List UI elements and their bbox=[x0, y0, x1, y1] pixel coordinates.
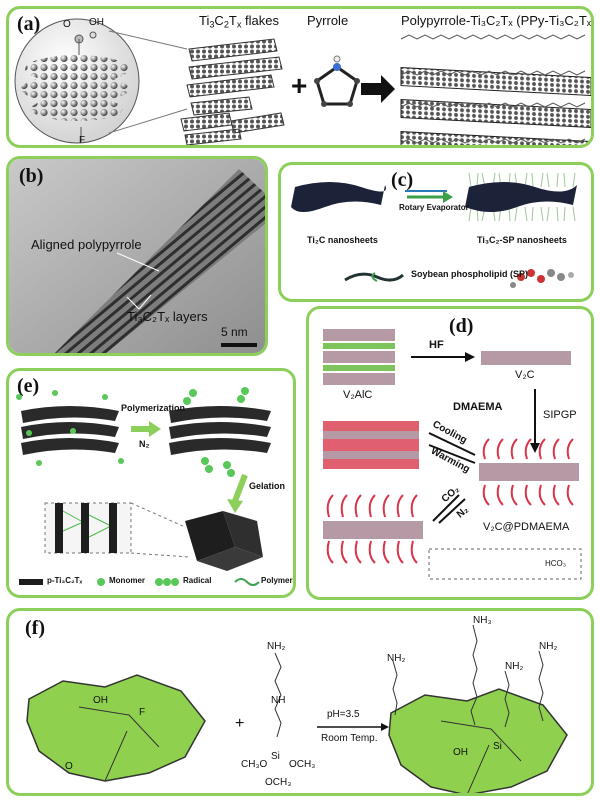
legend-radical: Radical bbox=[183, 576, 212, 585]
product-title: Polypyrrole-Ti₃C₂Tₓ (PPy-Ti₃C₂Tₓ) bbox=[401, 13, 594, 28]
grafted-chains bbox=[392, 624, 544, 728]
hco3-label: HCO₃ bbox=[545, 559, 567, 568]
collapsed-polymer-stack bbox=[323, 421, 419, 469]
v2c-pdmaema bbox=[482, 438, 574, 506]
silane-si: Si bbox=[271, 751, 280, 762]
legend-polymer: Polymer bbox=[261, 576, 293, 585]
panel-a-label: (a) bbox=[17, 13, 41, 35]
atom-label-f: F bbox=[79, 135, 86, 146]
panel-e-label: (e) bbox=[17, 375, 40, 397]
aligned-polypyrrole-label: Aligned polypyrrole bbox=[31, 237, 142, 252]
plus-sign-f: + bbox=[235, 715, 245, 732]
mxene-sheet-right bbox=[388, 688, 568, 793]
magnified-sphere bbox=[14, 18, 140, 144]
panel-f-svg bbox=[26, 624, 568, 793]
right-oh: OH bbox=[453, 747, 468, 758]
panel-c-label: (c) bbox=[391, 169, 414, 191]
legend-mxene: p-Ti₃C₂Tₓ bbox=[47, 576, 83, 585]
mxene-sheet-left bbox=[26, 674, 206, 782]
panel-e: (e) Polymerization N₂ Gelation p-Ti₃C₂Tₓ… bbox=[6, 368, 296, 598]
panel-c: (c) Rotary Evaporator Ti₂C nanosheets Ti… bbox=[278, 162, 594, 302]
right-nh2-b: NH₂ bbox=[505, 661, 524, 672]
extended-polymer-stack bbox=[326, 494, 418, 564]
silane-och3-bottom: OCH₃ bbox=[265, 777, 292, 788]
reaction-arrow bbox=[361, 75, 395, 103]
polymerization-label: Polymerization bbox=[121, 403, 186, 413]
right-si: Si bbox=[493, 741, 502, 752]
n2-label-e: N₂ bbox=[139, 439, 150, 449]
scale-label: 5 nm bbox=[221, 325, 248, 339]
right-nh2-c: NH₂ bbox=[539, 641, 558, 652]
legend-monomer: Monomer bbox=[109, 576, 145, 585]
sp-label: Soybean phospholipid (SP) bbox=[411, 269, 528, 279]
silane-nh: NH bbox=[271, 695, 286, 706]
v2alc-label: V₂AlC bbox=[343, 389, 373, 401]
panel-f: (f) + NH₂ NH Si OCH₃ CH₃O OCH₃ pH=3.5 Ro… bbox=[6, 608, 594, 796]
panel-d-label: (d) bbox=[449, 315, 474, 337]
silane-och3-right: OCH₃ bbox=[289, 759, 316, 770]
atom-label-oh: OH bbox=[89, 17, 104, 28]
conditions-temp: Room Temp. bbox=[321, 733, 378, 744]
plus-sign: + bbox=[291, 70, 307, 101]
panel-a: (a) bbox=[6, 6, 594, 148]
scale-bar bbox=[221, 343, 257, 347]
tem-image bbox=[9, 159, 265, 353]
aminosilane-molecule bbox=[274, 652, 282, 738]
mxene-stack-left bbox=[21, 406, 119, 455]
v2c-structure bbox=[481, 351, 571, 365]
panel-b: (b) Aligned polypyrrole Ti₃C₂Tₓ layers 5… bbox=[6, 156, 268, 356]
v2alc-structure bbox=[323, 329, 395, 385]
pyrrole-molecule bbox=[314, 55, 360, 107]
hf-label: HF bbox=[429, 339, 444, 351]
left-sheet-oh: OH bbox=[93, 695, 108, 706]
gelation-label: Gelation bbox=[249, 481, 286, 491]
mxene-stack-right bbox=[169, 406, 271, 455]
v2c-label: V₂C bbox=[515, 369, 535, 381]
panel-a-svg: + bbox=[14, 18, 591, 145]
right-nh2-a: NH₂ bbox=[387, 653, 406, 664]
panel-d-svg bbox=[323, 329, 582, 580]
rotary-evaporator-label: Rotary Evaporator bbox=[399, 203, 469, 212]
product-label: V₂C@PDMAEMA bbox=[483, 521, 570, 533]
panel-f-label: (f) bbox=[25, 617, 45, 639]
layers-label: Ti₃C₂Tₓ layers bbox=[127, 309, 208, 324]
panel-e-svg bbox=[16, 387, 271, 586]
ti2c-nanosheets-label: Ti₂C nanosheets bbox=[307, 235, 378, 245]
dmaema-label: DMAEMA bbox=[453, 401, 503, 413]
flakes-title: Ti3C2Tx flakes bbox=[199, 13, 279, 30]
panel-b-label: (b) bbox=[19, 165, 44, 187]
silane-nh2: NH₂ bbox=[267, 641, 286, 652]
pyrrole-title: Pyrrole bbox=[307, 13, 349, 28]
atom-label-o: O bbox=[63, 19, 71, 30]
right-nh3: NH₃ bbox=[473, 615, 492, 626]
ppy-ti3c2tx-composite bbox=[400, 34, 591, 145]
sp-molecule bbox=[510, 269, 574, 288]
conditions-ph: pH=3.5 bbox=[327, 709, 360, 720]
silane-ch3o-left: CH₃O bbox=[241, 759, 268, 770]
left-sheet-f: F bbox=[139, 707, 146, 718]
panel-c-svg bbox=[291, 172, 577, 288]
ti3c2-sp-nanosheets-label: Ti₃C₂-SP nanosheets bbox=[477, 235, 567, 245]
hydrogel-blocks bbox=[185, 511, 263, 571]
panel-d: (d) HF V₂AlC V₂C DMAEMA SIPGP Cooling Wa… bbox=[306, 306, 594, 600]
left-sheet-o: O bbox=[65, 761, 73, 772]
ti3c2tx-flakes bbox=[180, 38, 285, 145]
sipgp-label: SIPGP bbox=[543, 409, 577, 421]
